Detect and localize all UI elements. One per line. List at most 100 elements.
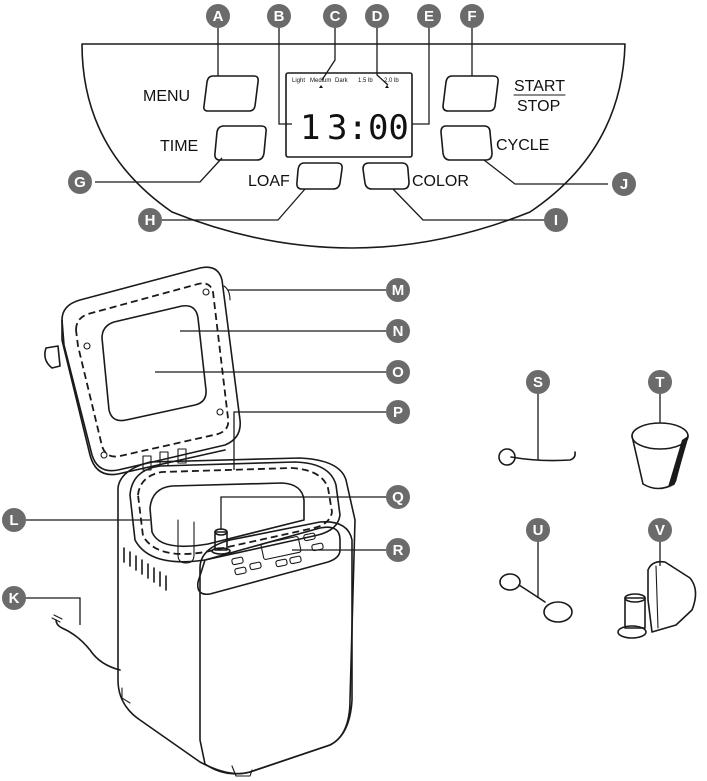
control-panel: MENU TIME LOAF COLOR START STOP CYCLE Li… <box>81 27 626 249</box>
callout-t: T <box>648 370 672 394</box>
callout-circle <box>386 319 410 343</box>
callout-letter: D <box>372 8 383 25</box>
accessory-s-hook <box>498 382 576 466</box>
callout-circle <box>386 538 410 562</box>
callout-letter: L <box>9 512 18 529</box>
callout-letter: U <box>533 522 544 539</box>
callout-l: L <box>2 508 26 532</box>
callout-letter: B <box>274 8 285 25</box>
callout-letter: V <box>655 522 665 539</box>
lid-gasket <box>75 282 230 458</box>
callout-e: E <box>417 4 441 28</box>
callout-circle <box>267 4 291 28</box>
start-label: START <box>514 78 565 95</box>
leader-i <box>392 188 547 221</box>
lid <box>61 266 242 472</box>
callout-letter: E <box>424 8 434 25</box>
accessory-v-kneading-paddle <box>617 530 697 639</box>
leader-k <box>26 597 81 625</box>
callout-v: V <box>648 518 672 542</box>
lcd-1-5lb: 1.5 lb <box>358 78 373 84</box>
callout-circle <box>648 518 672 542</box>
lcd-light: Light <box>292 78 305 84</box>
machine-buttons <box>231 532 324 576</box>
callout-circle <box>386 400 410 424</box>
lcd-display: Light Medium Dark 1.5 lb 2.0 lb 1 3:00 <box>285 72 413 158</box>
callout-letter: A <box>213 8 224 25</box>
lcd-time: 3:00 <box>327 108 409 148</box>
callout-letter: Q <box>392 489 404 506</box>
lid-hinge <box>44 345 61 369</box>
bread-maker <box>26 266 398 777</box>
leader-q <box>220 496 398 530</box>
callout-letter: P <box>393 404 403 421</box>
callout-i: I <box>544 208 568 232</box>
lcd-marker-medium <box>319 85 323 88</box>
bread-maker-front <box>199 521 353 775</box>
callout-circle <box>386 485 410 509</box>
callout-circle <box>526 370 550 394</box>
callout-n: N <box>386 319 410 343</box>
leader-g <box>95 157 223 183</box>
callout-circle <box>460 4 484 28</box>
callout-circle <box>386 360 410 384</box>
start-stop-button[interactable] <box>442 75 499 112</box>
accessory-t-measuring-cup <box>631 382 689 490</box>
callout-circle <box>386 278 410 302</box>
color-label: COLOR <box>412 173 469 190</box>
callout-o: O <box>386 360 410 384</box>
menu-label: MENU <box>143 88 190 105</box>
callout-circle <box>544 208 568 232</box>
leader-b <box>278 27 292 125</box>
menu-button[interactable] <box>203 75 259 112</box>
chamber-gasket <box>137 467 333 555</box>
baking-chamber-rim <box>129 461 341 563</box>
leader-j <box>483 159 608 185</box>
lcd-cycle-number: 1 <box>300 108 320 148</box>
callout-letter: J <box>620 176 628 193</box>
accessory-u-measuring-spoon <box>499 530 573 623</box>
callout-circle <box>612 172 636 196</box>
bread-pan <box>149 482 305 548</box>
callout-circle <box>365 4 389 28</box>
time-button[interactable] <box>214 125 267 161</box>
callout-circle <box>526 518 550 542</box>
callout-circle <box>417 4 441 28</box>
lcd-dark: Dark <box>335 78 349 84</box>
measuring-cup-shade <box>668 436 688 487</box>
callout-letter: G <box>74 174 86 191</box>
bread-pan-handle <box>177 519 195 564</box>
callout-b: B <box>267 4 291 28</box>
cycle-label: CYCLE <box>496 137 549 154</box>
callout-circle <box>138 208 162 232</box>
lcd-marker-2lb <box>385 85 389 88</box>
viewing-window <box>101 304 207 422</box>
power-cord-end <box>51 614 63 623</box>
callout-letter: T <box>655 374 664 391</box>
callout-letter: O <box>392 364 404 381</box>
callout-k: K <box>2 586 26 610</box>
callout-circle <box>2 508 26 532</box>
cycle-button[interactable] <box>440 125 493 161</box>
callout-p: P <box>386 400 410 424</box>
accessories <box>498 382 697 639</box>
bread-maker-foot-left <box>121 687 131 704</box>
callout-circle <box>68 170 92 194</box>
leader-h <box>150 188 306 221</box>
callout-h: H <box>138 208 162 232</box>
callout-u: U <box>526 518 550 542</box>
lid-hinge-posts <box>142 448 187 471</box>
callout-letter: F <box>467 8 476 25</box>
bread-maker-foot-front <box>231 765 253 777</box>
leader-d <box>376 27 389 86</box>
leader-p <box>233 411 398 470</box>
stop-label: STOP <box>517 98 560 115</box>
loaf-button[interactable] <box>296 162 343 190</box>
callout-letter: C <box>330 8 341 25</box>
callout-circle <box>323 4 347 28</box>
power-cord <box>55 619 121 671</box>
callout-letter: H <box>145 212 156 229</box>
color-button[interactable] <box>362 162 410 190</box>
